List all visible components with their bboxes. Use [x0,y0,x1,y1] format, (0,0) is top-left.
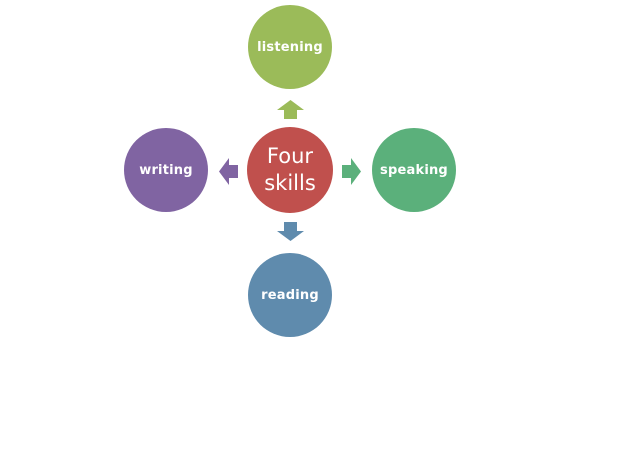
arrow-down-icon [277,222,304,241]
node-listening: listening [248,5,332,89]
node-center-four-skills: Four skills [247,127,333,213]
node-label-listening: listening [257,39,323,55]
node-speaking: speaking [372,128,456,212]
arrow-up-icon [277,100,304,119]
node-label-writing: writing [139,162,193,178]
center-label-line2: skills [264,171,316,195]
arrow-right-icon [342,158,361,185]
center-label-line1: Four [266,144,314,168]
node-writing: writing [124,128,208,212]
arrow-left-icon [219,158,238,185]
node-label-reading: reading [261,287,319,303]
node-label-speaking: speaking [380,162,448,178]
node-reading: reading [248,253,332,337]
